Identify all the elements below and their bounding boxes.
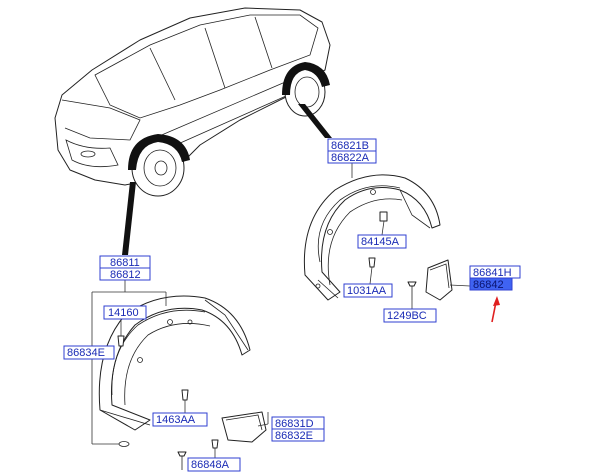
svg-text:86821B: 86821B: [331, 140, 369, 152]
svg-text:1249BC: 1249BC: [387, 310, 427, 322]
part-label-86848A[interactable]: 86848A: [187, 457, 241, 472]
part-label-86842[interactable]: 86842: [469, 277, 513, 291]
svg-text:1031AA: 1031AA: [347, 285, 387, 297]
front-fasteners: [177, 439, 219, 470]
svg-text:86831D: 86831D: [275, 418, 314, 430]
part-label-86841H[interactable]: 86841H: [469, 265, 521, 279]
part-label-86812[interactable]: 86812: [99, 267, 151, 281]
svg-text:84145A: 84145A: [361, 236, 400, 248]
part-label-86832E[interactable]: 86832E: [271, 428, 325, 442]
part-label-84145A[interactable]: 84145A: [357, 234, 407, 249]
svg-text:14160: 14160: [108, 307, 139, 319]
svg-text:86832E: 86832E: [275, 430, 313, 442]
part-label-86834E[interactable]: 86834E: [63, 345, 115, 360]
svg-text:86834E: 86834E: [67, 347, 105, 359]
svg-text:86822A: 86822A: [331, 152, 370, 164]
svg-text:86811: 86811: [110, 257, 140, 269]
leader-lines: [91, 162, 471, 458]
rear-wheel-guard: [303, 174, 441, 301]
part-label-86831D[interactable]: 86831D: [271, 416, 325, 430]
part-label-1249BC[interactable]: 1249BC: [383, 308, 437, 323]
svg-text:1463AA: 1463AA: [156, 414, 196, 426]
svg-text:86848A: 86848A: [191, 459, 230, 471]
part-label-1031AA[interactable]: 1031AA: [343, 283, 393, 298]
highlight-arrow: [491, 296, 500, 323]
part-label-86811[interactable]: 86811: [99, 255, 151, 269]
part-label-86822A[interactable]: 86822A: [327, 150, 377, 164]
front-mud-guard: [221, 411, 267, 443]
part-label-1463AA[interactable]: 1463AA: [152, 412, 208, 427]
car-illustration: [54, 7, 332, 255]
part-label-14160[interactable]: 14160: [103, 305, 147, 320]
rear-mud-guard: [425, 259, 453, 301]
rear-fasteners: [368, 257, 417, 300]
svg-text:86841H: 86841H: [473, 267, 512, 279]
svg-text:86842: 86842: [473, 279, 504, 291]
svg-text:86812: 86812: [110, 269, 141, 281]
part-label-86821B[interactable]: 86821B: [327, 138, 377, 152]
